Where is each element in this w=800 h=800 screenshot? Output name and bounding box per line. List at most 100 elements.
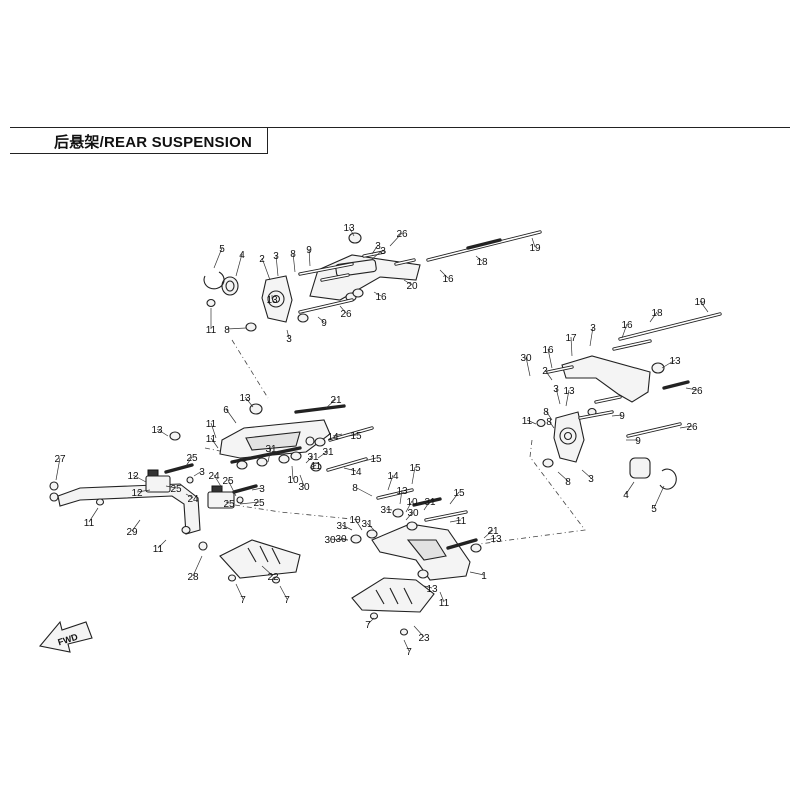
part-callout: 16 [621,320,633,331]
callout-leader [403,639,410,652]
callout-leader [371,249,384,260]
upper-left-assembly [203,230,542,332]
part-callout: 16 [542,345,554,356]
part-callout: 31 [424,497,436,508]
callout-leader [439,269,449,279]
callout-leader [653,485,665,509]
upper-bushing [348,232,362,244]
upper-arm-right [561,355,651,403]
part-callout: 23 [418,633,430,644]
callout-leader [525,356,531,377]
callout-leader [213,247,223,269]
part-callout: 15 [453,488,465,499]
part-callout: 2 [259,254,265,265]
part-callout: 14 [350,467,362,478]
callout-leader [545,410,553,421]
circlip [203,271,225,290]
part-callout: 4 [623,490,629,501]
part-callout: 11 [439,598,450,609]
page-title: 后悬架/REAR SUSPENSION [54,134,252,151]
callout-leader [449,519,462,523]
callout-leader [340,537,349,541]
callout-leader [373,291,382,297]
callout-leader [413,625,425,638]
part-callout: 13 [343,223,355,234]
fwd-arrow: FWD [38,620,93,653]
callout-leader [251,487,263,491]
callout-leader [387,474,394,491]
part-callout: 20 [406,281,418,292]
callout-leader [363,457,377,462]
circlip-right [659,468,677,490]
part-callout: 1 [481,571,487,582]
callout-leader [193,470,203,477]
part-callout: 3 [375,241,381,252]
part-callout: 11 [153,544,164,555]
part-callout: 24 [187,494,199,505]
part-callout: 16 [442,274,454,285]
callout-leader [354,486,373,497]
callout-leader [625,481,635,495]
callout-leader [309,464,317,469]
callout-leader [581,469,592,479]
callout-leader [483,529,494,539]
callout-leader [555,387,561,405]
part-callout: 26 [396,229,408,240]
part-callout: 10 [406,497,418,508]
part-callout: 18 [651,308,663,319]
part-callout: 31 [361,519,373,530]
part-callout: 25 [253,498,265,509]
part-callout: 5 [651,504,657,515]
wheel-bearing-right [629,457,651,479]
part-callout: 11 [206,325,217,336]
callout-leader [403,279,413,286]
part-callout: 7 [284,595,290,606]
skid-plate-left [219,539,301,579]
part-callout: 13 [669,356,681,367]
callout-leader [649,311,658,323]
callout-leader [565,389,570,407]
part-callout: 11 [311,461,322,472]
part-callout: 25 [170,484,182,495]
part-callout: 13 [490,534,502,545]
part-callout: 21 [487,526,499,537]
part-callout: 3 [286,334,292,345]
callout-leader [347,434,357,437]
callout-leader [475,255,483,262]
callout-leader [485,537,497,541]
callout-leader [156,428,169,437]
callout-leader [557,471,569,482]
part-callout: 11 [522,416,533,427]
callout-leader [411,466,416,485]
part-callout: 25 [223,499,235,510]
callout-leader [235,583,244,600]
part-callout: 28 [187,572,199,583]
callout-leader [589,326,594,347]
callout-leader [210,437,219,449]
part-callout: 8 [543,407,549,418]
part-callout: 30 [407,508,419,519]
part-callout: 31 [322,447,334,458]
part-callout: 9 [306,245,312,256]
part-callout: 5 [219,244,225,255]
part-callout: 9 [321,318,327,329]
part-callout: 11 [456,516,467,527]
callout-leader [305,455,314,464]
part-callout: 7 [240,595,246,606]
callout-leader [244,396,254,408]
part-callout: 13 [426,584,438,595]
part-callout: 8 [565,477,571,488]
part-callout: 29 [126,527,138,538]
part-callout: 16 [375,292,387,303]
part-callout: 15 [409,463,421,474]
callout-leader [132,474,147,483]
part-callout: 2 [542,366,548,377]
part-callout: 8 [352,483,358,494]
part-callout: 21 [330,395,342,406]
callout-leader [685,387,698,391]
callout-leader [136,489,151,493]
part-callout: 3 [588,474,594,485]
callout-leader [621,323,628,339]
part-callout: 4 [239,250,245,261]
